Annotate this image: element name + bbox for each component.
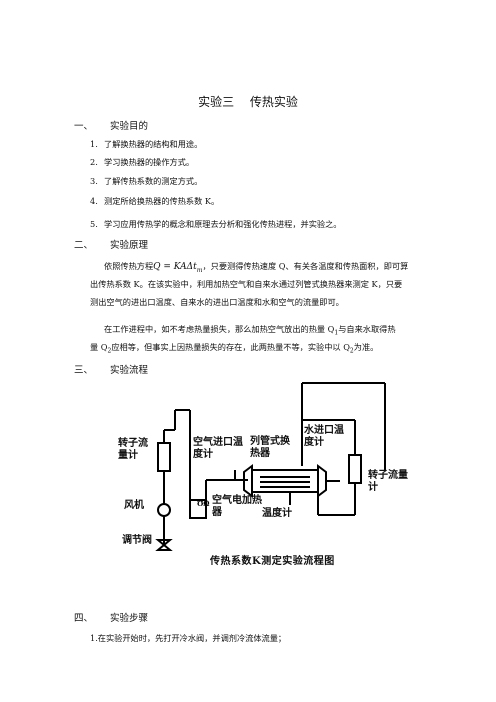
label-thermometer: 温度计	[262, 508, 292, 519]
section-steps: 四、 实验步骤	[74, 610, 148, 624]
heater-inner-label: ℧Ω	[197, 499, 209, 508]
section-number: 一、	[74, 121, 94, 132]
list-item: 4.测定所给换热器的传热系数 K。	[90, 196, 220, 206]
label-air-inlet-thermometer: 空气进口温度计	[193, 437, 243, 460]
section-heading: 实验步骤	[110, 613, 149, 624]
section-heading: 实验原理	[110, 240, 149, 251]
label-shell-tube-exchanger: 列管式换热器	[250, 436, 290, 459]
section-heading: 实验目的	[110, 121, 149, 132]
label-air-heater: 空气电加热器	[212, 495, 262, 518]
label-rotameter-left: 转子流量计	[118, 438, 148, 461]
right-rotameter-shape	[348, 454, 362, 484]
label-rotameter-right: 转子流量计	[368, 470, 408, 493]
section-number: 四、	[74, 613, 94, 624]
section-number: 三、	[74, 365, 94, 376]
principle-line-4: 在工作进程中，如不考虑热量损失，那么加热空气放出的热量 Q1与自来水取得热	[104, 324, 396, 337]
air-heater-box	[189, 499, 207, 519]
list-item: 1.了解换热器的结构和用途。	[90, 139, 203, 149]
section-heading: 实验流程	[110, 365, 149, 376]
label-regulating-valve: 调节阀	[122, 535, 152, 546]
list-item: 1.在实验开始时，先打开冷水阀，并调剂冷流体流量；	[90, 633, 287, 643]
principle-line-2: 出传热系数 K。在该实验中，利用加热空气和自来水通过列管式换热器来测定 K，只要	[90, 279, 403, 289]
page-title: 实验三 传热实验	[198, 95, 298, 109]
heat-transfer-formula: Q = KAΔtm	[153, 262, 203, 274]
principle-line-5: 量 Q2应相等，但事实上因热量损失的存在，此两热量不等，实验中以 Q2为准。	[90, 342, 379, 355]
section-process: 三、 实验流程	[74, 362, 148, 376]
list-item: 3.了解传热系数的测定方式。	[90, 176, 203, 186]
list-item: 2.学习换热器的操作方式。	[90, 157, 195, 167]
section-number: 二、	[74, 240, 94, 251]
diagram-caption: 传热系数K测定实验流程图	[210, 556, 335, 567]
section-objectives: 一、 实验目的	[74, 118, 148, 132]
principle-line-3: 测出空气的进出口温度、自来水的进出口温度和水和空气的流量即可。	[90, 297, 344, 307]
principle-line-1: 依照传热方程Q = KAΔtm，只要测得传热速度 Q、有关各温度和传热面积，即可…	[104, 261, 409, 274]
left-rotameter-shape	[157, 442, 171, 472]
label-blower: 风机	[124, 500, 144, 511]
section-principle: 二、 实验原理	[74, 237, 148, 251]
list-item: 5.学习应用传热学的概念和原理去分析和强化传热进程，并实验之。	[90, 219, 342, 229]
label-water-inlet-thermometer: 水进口温度计	[304, 425, 344, 448]
blower-symbol	[157, 503, 171, 517]
